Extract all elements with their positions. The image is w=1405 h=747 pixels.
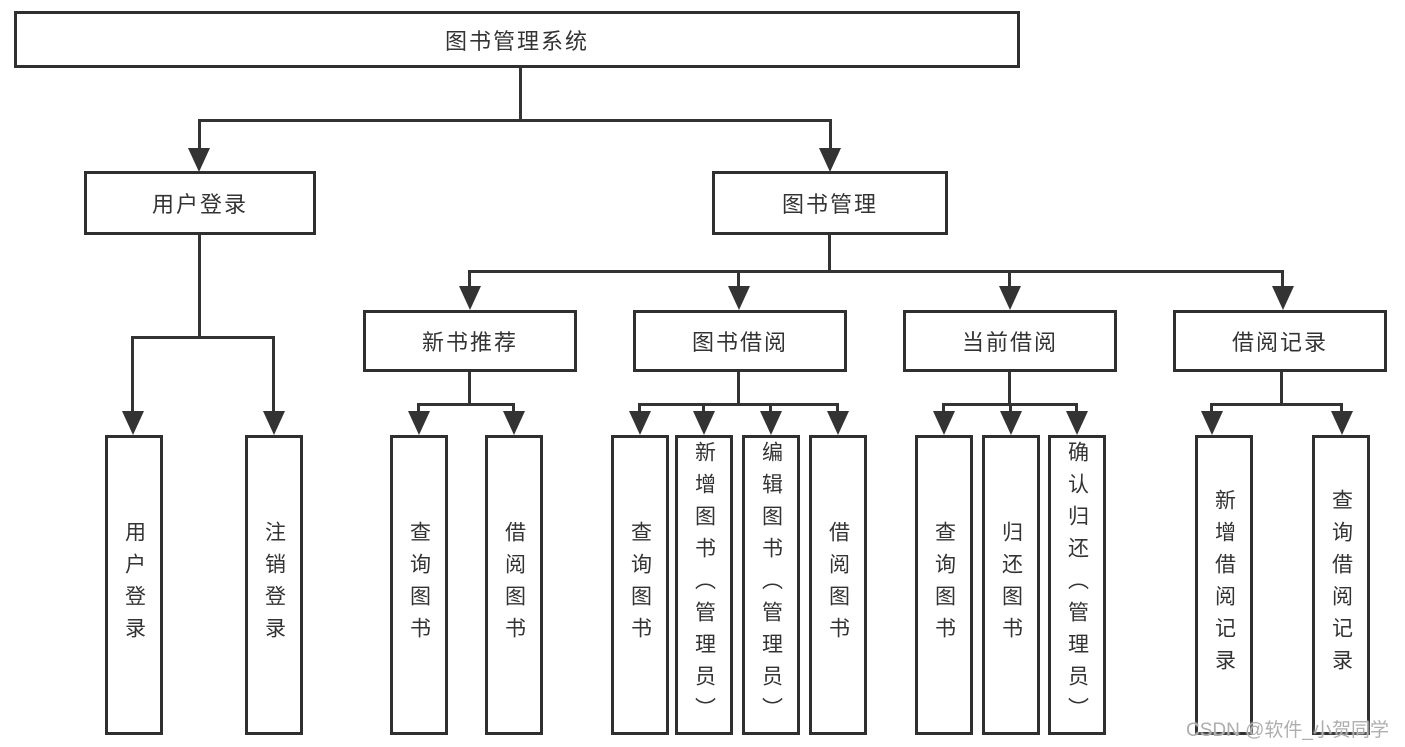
node-label: 注销登录 xyxy=(262,521,286,649)
connector-line xyxy=(198,234,201,338)
node-label: 借阅图书 xyxy=(826,521,850,649)
connector-line xyxy=(638,403,641,413)
node-label: 新书推荐 xyxy=(421,330,518,355)
node-label: 查询图书 xyxy=(932,521,956,649)
node-user-login: 用户登录 xyxy=(84,171,316,235)
node-label: 查询图书 xyxy=(628,521,652,649)
leaf-br-add-record: 新增借阅记录 xyxy=(1195,435,1253,735)
node-label: 新增图书（管理员） xyxy=(692,441,716,729)
arrow-down-icon xyxy=(188,148,210,172)
connector-line xyxy=(828,234,831,272)
arrow-down-icon xyxy=(1201,411,1223,435)
arrow-down-icon xyxy=(1066,411,1088,435)
arrow-down-icon xyxy=(122,411,144,435)
connector-line xyxy=(836,403,839,413)
connector-line xyxy=(417,403,420,413)
leaf-bb-query-books: 查询图书 xyxy=(611,435,669,735)
node-label: 借阅记录 xyxy=(1231,330,1328,355)
connector-line xyxy=(198,119,201,152)
connector-line xyxy=(131,336,275,339)
connector-line xyxy=(829,119,832,152)
connector-line xyxy=(737,372,740,406)
node-borrow-records: 借阅记录 xyxy=(1173,310,1387,372)
connector-line xyxy=(1281,270,1284,290)
connector-line xyxy=(1210,403,1213,413)
arrow-down-icon xyxy=(827,411,849,435)
leaf-bb-add-books-admin: 新增图书（管理员） xyxy=(675,435,733,735)
connector-line xyxy=(519,67,522,121)
leaf-user-login: 用户登录 xyxy=(105,435,163,735)
connector-line xyxy=(198,119,832,122)
node-label: 确认归还（管理员） xyxy=(1065,441,1089,729)
arrow-down-icon xyxy=(1272,286,1294,310)
node-label: 查询图书 xyxy=(407,521,431,649)
node-new-book-recommend: 新书推荐 xyxy=(363,310,577,372)
arrow-down-icon xyxy=(1331,411,1353,435)
arrow-down-icon xyxy=(933,411,955,435)
node-label: 归还图书 xyxy=(999,521,1023,649)
node-root: 图书管理系统 xyxy=(14,11,1020,68)
node-label: 新增借阅记录 xyxy=(1212,489,1236,681)
connector-line xyxy=(272,336,275,414)
connector-line xyxy=(417,403,515,406)
node-label: 用户登录 xyxy=(122,521,146,649)
connector-line xyxy=(769,403,772,413)
connector-line xyxy=(737,270,740,290)
node-label: 用户登录 xyxy=(151,192,248,217)
node-label: 编辑图书（管理员） xyxy=(759,441,783,729)
connector-line xyxy=(942,403,945,413)
node-current-borrow: 当前借阅 xyxy=(903,310,1117,372)
arrow-down-icon xyxy=(629,411,651,435)
connector-line xyxy=(1280,372,1283,406)
node-label: 图书管理 xyxy=(781,192,878,217)
connector-line xyxy=(468,270,471,290)
connector-line xyxy=(512,403,515,413)
connector-line xyxy=(1008,372,1011,406)
leaf-logout: 注销登录 xyxy=(245,435,303,735)
connector-line xyxy=(468,270,1284,273)
arrow-down-icon xyxy=(459,286,481,310)
connector-line xyxy=(1009,403,1012,413)
arrow-down-icon xyxy=(728,286,750,310)
connector-line xyxy=(1340,403,1343,413)
connector-line xyxy=(131,336,134,414)
node-label: 图书借阅 xyxy=(691,330,788,355)
connector-line xyxy=(1075,403,1078,413)
connector-line xyxy=(1210,403,1343,406)
connector-line xyxy=(468,372,471,406)
arrow-down-icon xyxy=(999,286,1021,310)
leaf-br-query-record: 查询借阅记录 xyxy=(1312,435,1370,735)
arrow-down-icon xyxy=(760,411,782,435)
node-label: 查询借阅记录 xyxy=(1329,489,1353,681)
leaf-cb-return-books: 归还图书 xyxy=(982,435,1040,735)
leaf-nbr-query-books: 查询图书 xyxy=(390,435,448,735)
leaf-bb-edit-books-admin: 编辑图书（管理员） xyxy=(742,435,800,735)
node-book-management: 图书管理 xyxy=(712,171,948,235)
node-book-borrow: 图书借阅 xyxy=(633,310,847,372)
arrow-down-icon xyxy=(263,411,285,435)
arrow-down-icon xyxy=(503,411,525,435)
leaf-nbr-borrow-books: 借阅图书 xyxy=(485,435,543,735)
node-label: 图书管理系统 xyxy=(444,28,589,54)
leaf-bb-borrow-books: 借阅图书 xyxy=(809,435,867,735)
arrow-down-icon xyxy=(819,148,841,172)
arrow-down-icon xyxy=(1000,411,1022,435)
connector-line xyxy=(1008,270,1011,290)
arrow-down-icon xyxy=(408,411,430,435)
leaf-cb-confirm-return-admin: 确认归还（管理员） xyxy=(1048,435,1106,735)
node-label: 当前借阅 xyxy=(961,330,1058,355)
connector-line xyxy=(702,403,705,413)
watermark: CSDN @软件_小贺同学 xyxy=(1186,720,1389,741)
node-label: 借阅图书 xyxy=(502,521,526,649)
connector-line xyxy=(638,403,839,406)
leaf-cb-query-books: 查询图书 xyxy=(915,435,973,735)
arrow-down-icon xyxy=(693,411,715,435)
